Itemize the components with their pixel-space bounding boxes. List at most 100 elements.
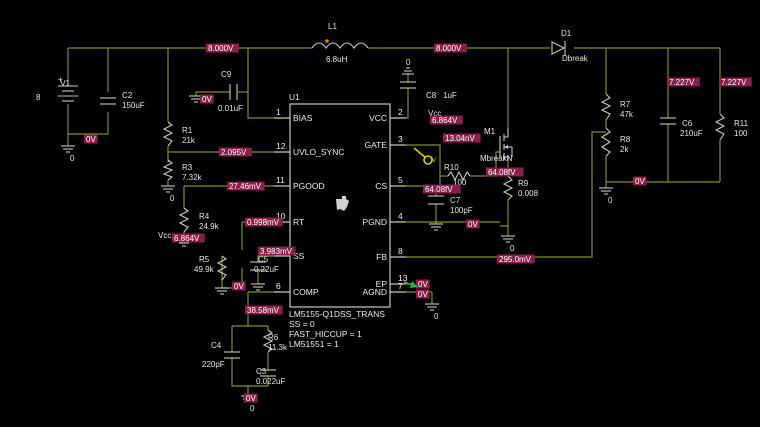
c5-value: 0.22uF [254, 265, 279, 274]
r1-value: 21k [182, 136, 196, 145]
ground-icon [429, 223, 443, 231]
l1-value: 6.8uH [326, 55, 348, 64]
vcc-net-label: Vcc [428, 109, 441, 118]
r6-value: 11.3k [268, 343, 288, 352]
ic-prop-ss: SS = 0 [289, 319, 315, 329]
c7-capacitor[interactable] [428, 195, 444, 205]
ic-pin-label: RT [293, 217, 304, 227]
v1-value: 8 [36, 93, 41, 102]
svg-text:V: V [432, 158, 436, 164]
c2-capacitor[interactable] [100, 97, 116, 105]
ic-pin-label: AGND [362, 287, 387, 297]
ic-pin-number: 2 [398, 107, 403, 117]
r4-ref: R4 [199, 212, 210, 221]
ground-icon: 0 [599, 187, 613, 205]
ground-icon: 0 [402, 58, 414, 75]
c4-ref: C4 [211, 341, 222, 350]
c4-capacitor[interactable] [224, 351, 240, 359]
svg-text:0: 0 [434, 312, 439, 321]
marker-probe-icon[interactable] [403, 281, 418, 288]
svg-text:0: 0 [250, 404, 255, 413]
c8-ref: C8 [426, 91, 437, 100]
svg-text:0.998mV: 0.998mV [247, 218, 280, 227]
svg-text:38.58mV: 38.58mV [247, 306, 280, 315]
ic-pin-label: EP [376, 279, 388, 289]
v1-source[interactable]: + [58, 75, 78, 102]
ic-pin-number: 5 [398, 175, 403, 185]
r1-ref: R1 [182, 126, 193, 135]
svg-text:0V: 0V [86, 135, 96, 144]
r6-resistor[interactable] [262, 329, 274, 353]
r3-resistor[interactable] [162, 159, 174, 181]
r4-resistor[interactable] [178, 207, 190, 233]
svg-text:7.227V: 7.227V [669, 78, 695, 87]
svg-text:0V: 0V [202, 95, 212, 104]
r10-value: 100 [453, 178, 467, 187]
r5-resistor[interactable] [216, 255, 228, 281]
c6-value: 210uF [680, 129, 703, 138]
c3-capacitor[interactable] [260, 369, 276, 377]
c8-capacitor[interactable] [400, 81, 416, 89]
c9-value: 0.01uF [218, 104, 243, 113]
voltage-label: 0V [633, 176, 647, 186]
voltage-label: 0V [232, 281, 246, 291]
m1-ref: M1 [484, 127, 496, 136]
ic-pin-number: 7 [398, 281, 403, 291]
svg-text:0V: 0V [246, 394, 256, 403]
l1-inductor[interactable] [311, 39, 369, 49]
ic-prop-lm51551: LM51551 = 1 [289, 339, 339, 349]
ground-icon [215, 287, 229, 295]
v1-ref: V1 [60, 79, 70, 88]
svg-text:3.983mV: 3.983mV [260, 247, 293, 256]
r11-ref: R11 [734, 119, 749, 128]
svg-text:27.46mV: 27.46mV [229, 182, 262, 191]
ic-ref: U1 [289, 92, 300, 102]
svg-text:0: 0 [170, 194, 175, 203]
voltage-label: 64.08fV [423, 184, 461, 194]
r10-resistor[interactable] [447, 170, 471, 182]
ic-pin-number: 10 [276, 211, 286, 221]
voltage-label: 64.08fV [486, 167, 524, 177]
voltage-label: 6.864V [172, 233, 205, 243]
ic-pin-number: 11 [276, 175, 285, 185]
voltage-probe-icon[interactable]: V [413, 147, 436, 165]
c9-capacitor[interactable] [229, 84, 238, 100]
c2-value: 150uF [122, 101, 145, 110]
voltage-label: 8.000V [206, 43, 239, 53]
m1-mosfet[interactable] [499, 128, 513, 160]
svg-text:2.095V: 2.095V [221, 148, 247, 157]
svg-text:6.864V: 6.864V [432, 116, 458, 125]
svg-text:8.000V: 8.000V [208, 44, 234, 53]
voltage-label: 7.227V [719, 77, 752, 87]
r9-resistor[interactable] [502, 175, 514, 201]
c3-value: 0.022uF [256, 377, 285, 386]
ic-pin-number: 1 [276, 107, 281, 117]
c8-value: 1uF [443, 91, 457, 100]
voltage-label: 0V [84, 134, 98, 144]
r8-resistor[interactable] [600, 127, 612, 157]
d1-ref: D1 [561, 29, 572, 38]
wires [67, 47, 721, 396]
voltage-label: 27.46mV [227, 181, 265, 191]
r3-value: 7.32k [182, 173, 203, 182]
voltage-label: 8.000V [434, 43, 467, 53]
component-labels: 8 V1 C2 150uF C9 0.01uF L1 6.8uH D1 Dbre… [36, 22, 749, 386]
ground-icon: 0 [161, 185, 175, 203]
svg-text:0: 0 [406, 58, 411, 67]
c5-capacitor[interactable] [250, 261, 266, 271]
r3-ref: R3 [182, 163, 193, 172]
ic-pin-number: 4 [398, 211, 403, 221]
r4-value: 24.9k [199, 222, 220, 231]
ic-u1[interactable]: U1 1BIAS12UVLO_SYNC11PGOOD10RT9SS6COMP2V… [274, 92, 408, 349]
l1-polarity-dot [325, 39, 329, 43]
r1-resistor[interactable] [162, 121, 174, 147]
r7-value: 47k [620, 110, 634, 119]
r7-resistor[interactable] [600, 93, 612, 121]
d1-diode[interactable] [551, 41, 566, 55]
voltage-label: 13.04nV [443, 133, 481, 143]
svg-text:0V: 0V [635, 177, 645, 186]
r11-resistor[interactable] [714, 113, 726, 141]
voltage-label: 2.095V [219, 147, 252, 157]
c6-capacitor[interactable] [660, 117, 676, 125]
ic-pin-label: GATE [364, 140, 387, 150]
